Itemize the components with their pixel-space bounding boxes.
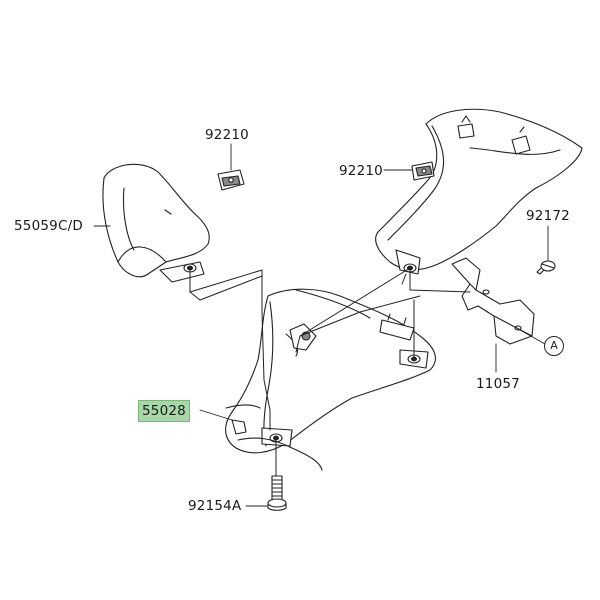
bolt-92154a: [267, 475, 287, 511]
part-label-55059: 55059C/D: [14, 218, 83, 234]
part-label-92172: 92172: [526, 208, 570, 224]
side-cover-part: [225, 288, 436, 471]
assembly-lines: [189, 267, 471, 477]
callout-a-marker: A: [544, 336, 564, 356]
part-label-92210-mid: 92210: [339, 163, 383, 179]
upper-cover-part: [375, 108, 583, 275]
bracket-part: [451, 257, 535, 345]
part-label-55028-highlighted[interactable]: 55028: [138, 400, 190, 422]
leader-lines: [93, 143, 549, 507]
part-label-11057: 11057: [476, 376, 520, 392]
part-label-92154a: 92154A: [188, 498, 242, 514]
part-label-92210-top: 92210: [205, 127, 249, 143]
seat-cover-part: [102, 163, 210, 283]
clip-nut-top: [217, 169, 245, 191]
clip-nut-mid: [411, 161, 435, 181]
bolt-92172: [536, 260, 556, 275]
